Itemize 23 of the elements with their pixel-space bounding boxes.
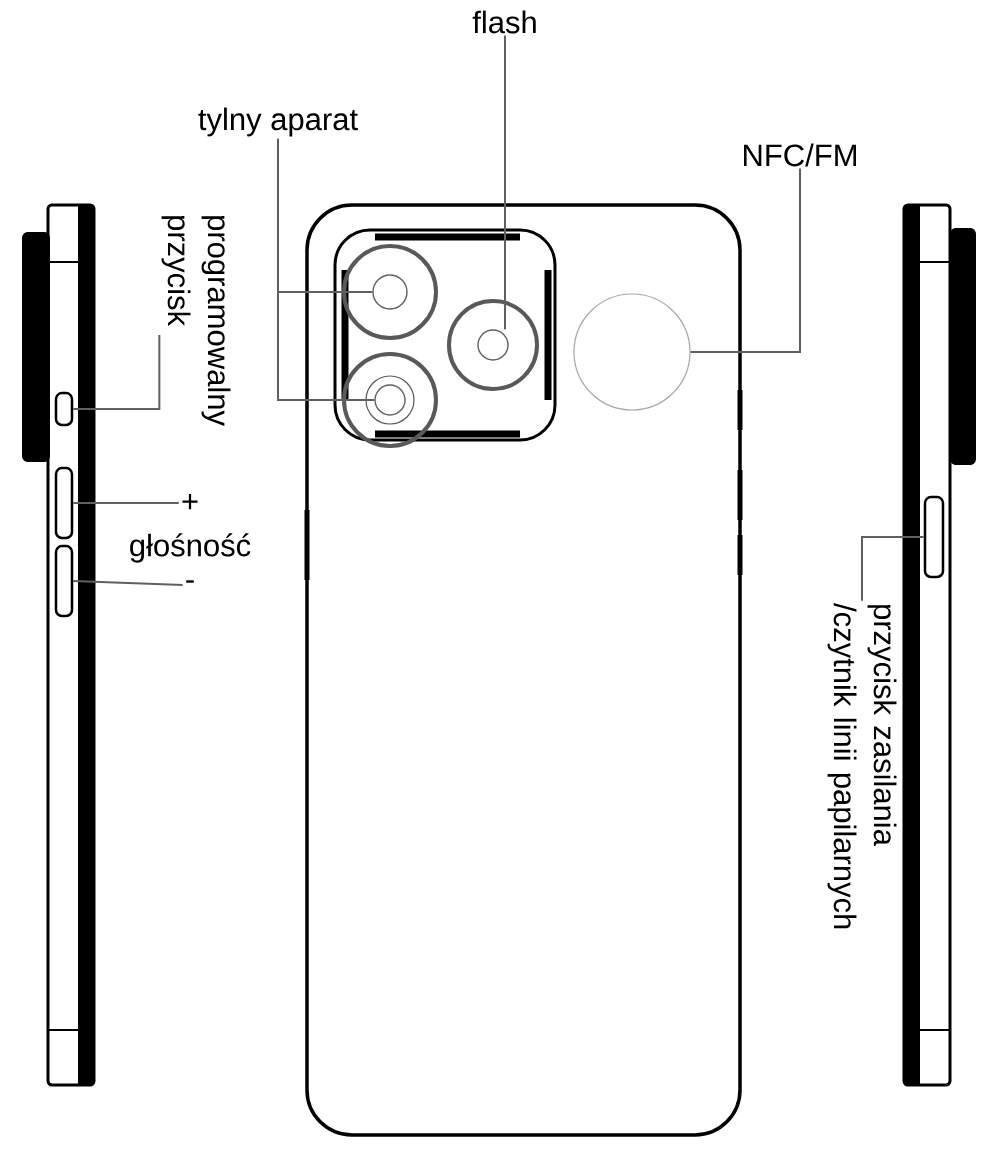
callout-label: NFC/FM [744, 143, 856, 167]
side-button [54, 391, 74, 427]
leader-line [72, 502, 180, 504]
callout-label: przycisk zasilania /czytnik linii papilarnych [827, 603, 897, 929]
ring-shape [372, 274, 408, 310]
leader-line [277, 137, 376, 401]
leader-line [504, 34, 506, 331]
ring-shape [573, 293, 691, 411]
side-button [54, 544, 74, 618]
side-button [54, 466, 74, 540]
leader-line [72, 334, 161, 410]
leader-line [72, 580, 184, 586]
leader-line [689, 167, 801, 353]
callout-label: + [182, 494, 198, 510]
callout-label: - [186, 580, 194, 583]
side-button [923, 495, 945, 579]
leader-line [861, 536, 925, 602]
callout-label: głośność [130, 533, 251, 563]
ring-shape [374, 384, 406, 416]
ring-shape [477, 329, 509, 361]
callout-label: flash [472, 10, 536, 34]
callout-label: tylny aparat [198, 107, 358, 137]
callout-label: programowalny przycisk [161, 216, 231, 426]
